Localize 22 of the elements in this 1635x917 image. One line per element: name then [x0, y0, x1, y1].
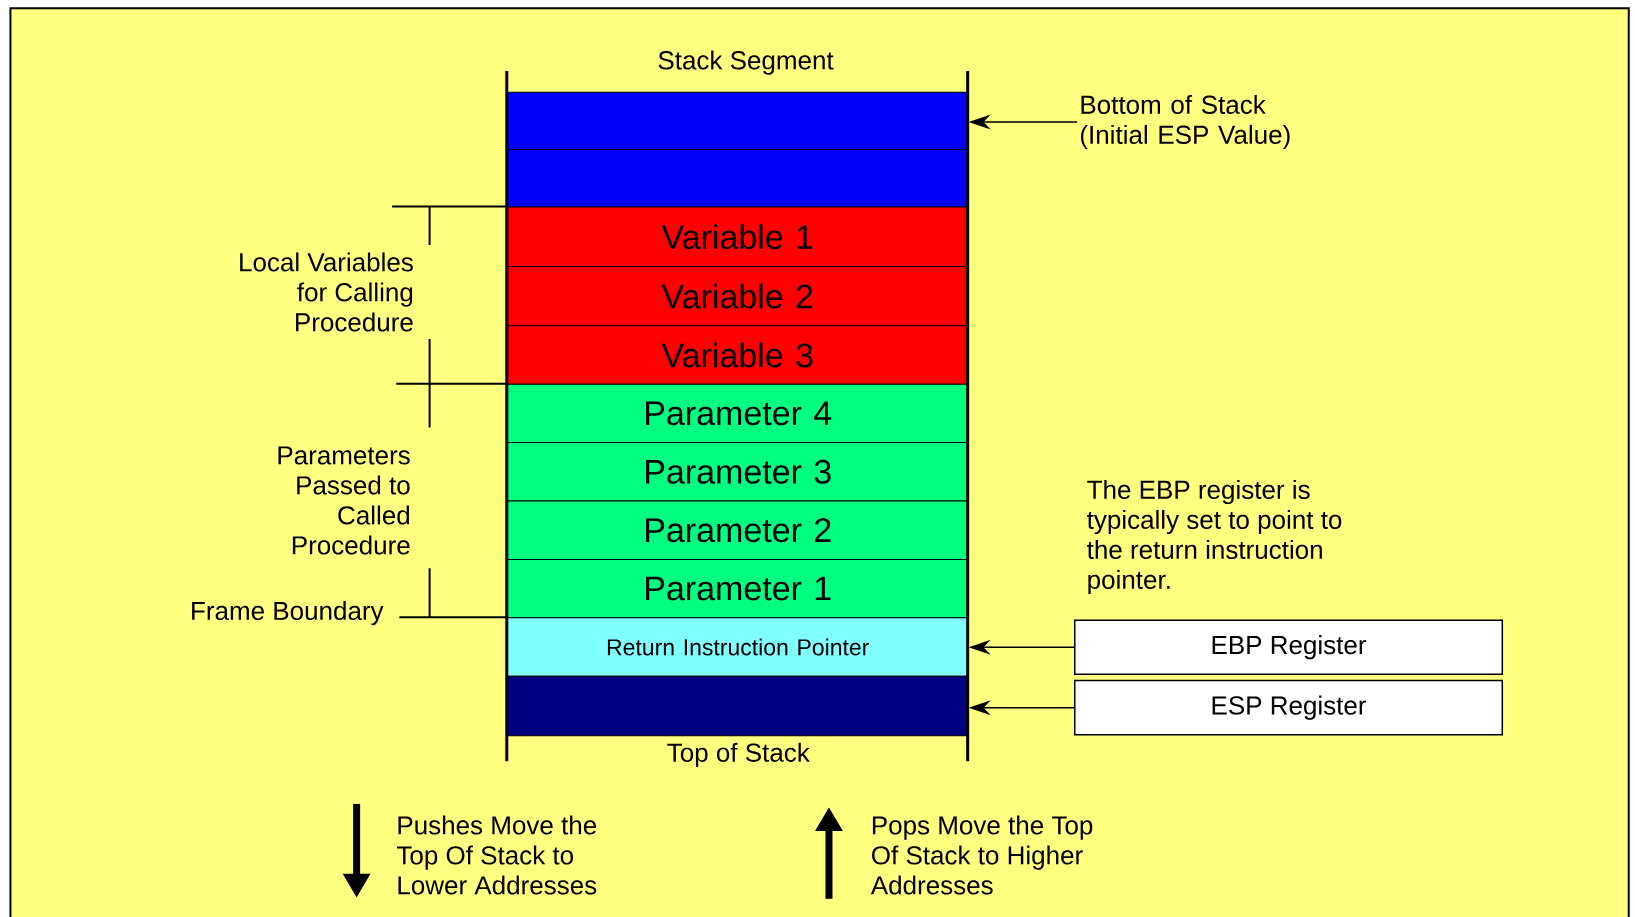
bracket-label: Frame Boundary — [192, 601, 384, 626]
stack-cell: Parameter 4 — [506, 383, 969, 444]
annotation-text: Bottom of Stack (Initial ESP Value) — [1080, 94, 1290, 150]
register-box: EBP Register — [1074, 619, 1504, 676]
stack-cell: Return Instruction Pointer — [506, 617, 969, 677]
direction-label: Pops Move the Top Of Stack to Higher Addresses — [870, 815, 1093, 895]
stack-label: Top of Stack — [667, 742, 810, 768]
note-text: The EBP register is typically set to point to the return instruction pointer. — [1087, 479, 1342, 595]
stack-cell: Variable 2 — [506, 265, 969, 327]
stack-cell — [506, 91, 969, 151]
stack-cell — [506, 675, 969, 737]
stack-cell: Variable 1 — [506, 206, 969, 267]
stack-cell: Parameter 2 — [506, 500, 969, 560]
register-box: ESP Register — [1074, 679, 1504, 736]
direction-label: Pushes Move the Top Of Stack to Lower Addresses — [396, 815, 597, 895]
stack-cell: Variable 3 — [506, 325, 969, 385]
stack-cell: Parameter 3 — [506, 442, 969, 502]
heading-label: Stack Segment — [658, 50, 834, 75]
bracket-label: Local Variables for Calling Procedure — [240, 252, 413, 332]
stack-cell — [506, 149, 969, 208]
bracket-label: Parameters Passed to Called Procedure — [278, 446, 410, 555]
stack-cell: Parameter 1 — [506, 558, 969, 619]
